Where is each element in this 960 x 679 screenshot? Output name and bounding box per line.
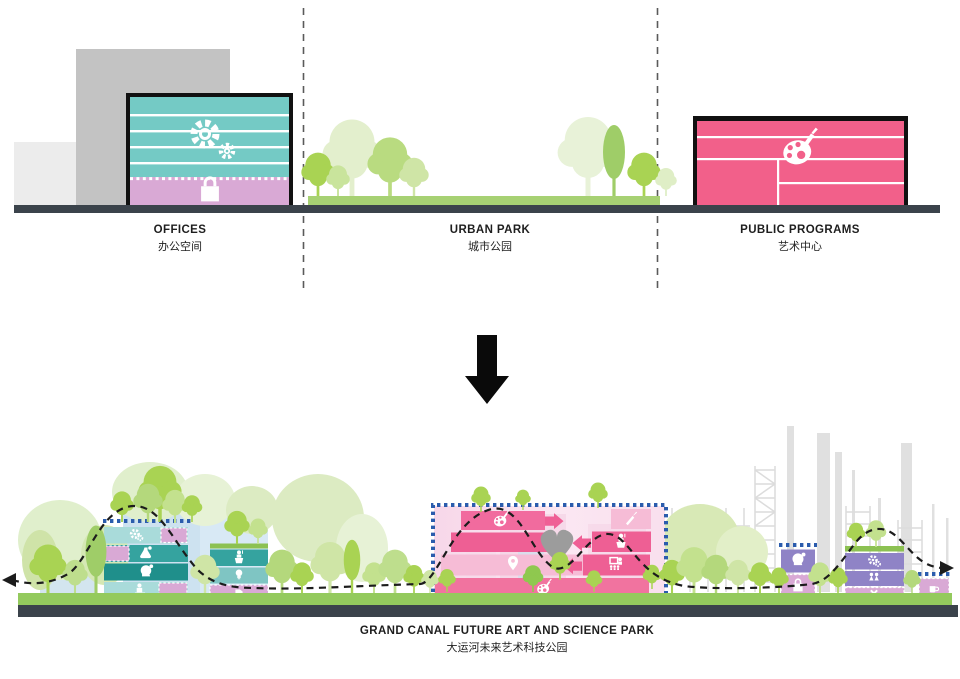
park-title-zh: 大运河未来艺术科技公园	[446, 642, 568, 654]
public-programs-label: PUBLIC PROGRAMS 艺术中心	[740, 224, 860, 254]
lab-bar	[210, 549, 268, 566]
park-trees	[301, 116, 677, 196]
journey-arrowhead-left	[2, 573, 16, 587]
hub-bar	[592, 531, 651, 552]
pole	[878, 498, 881, 592]
pole	[946, 518, 949, 592]
offices-label-zh: 办公空间	[157, 241, 202, 253]
right-lab-building	[844, 546, 905, 601]
hub-bar	[451, 532, 555, 552]
pole	[932, 504, 935, 592]
park-ground-dark	[18, 605, 958, 617]
transform-down-arrow	[465, 335, 509, 404]
lab-sub-block	[104, 545, 130, 562]
public-programs-label-en: PUBLIC PROGRAMS	[740, 224, 860, 236]
lab-bar	[845, 571, 904, 586]
chimney	[787, 426, 794, 592]
tree	[603, 125, 625, 196]
public-programs-building-group	[693, 116, 908, 205]
hub-bar	[583, 554, 650, 576]
tree	[627, 152, 661, 196]
background-trees	[18, 462, 768, 590]
chimney	[835, 452, 842, 592]
offices-building-group	[14, 49, 293, 205]
flow-arrow-right	[545, 513, 564, 530]
lab-bar	[845, 553, 904, 570]
context-block-small	[14, 142, 76, 205]
tree	[828, 567, 848, 593]
urban-park-label-zh: 城市公园	[467, 241, 512, 253]
heart-icon	[540, 529, 574, 563]
park-ground-green	[18, 593, 952, 605]
left-lab-building	[103, 519, 191, 600]
hub-highlight-outline	[431, 503, 668, 599]
chimney	[901, 443, 912, 592]
top-ground-line	[14, 205, 940, 213]
bottom-diagram	[2, 426, 958, 617]
offices-label: OFFICES 办公空间	[154, 224, 207, 254]
urban-park-label-en: URBAN PARK	[449, 224, 531, 236]
flow-arrow-left	[563, 558, 582, 575]
park-title-en: GRAND CANAL FUTURE ART AND SCIENCE PARK	[359, 625, 655, 637]
park-lawn	[308, 196, 660, 205]
tree	[846, 522, 866, 547]
gears-icon	[190, 119, 236, 160]
urban-park-group	[301, 116, 677, 205]
urban-park-label: URBAN PARK 城市公园	[450, 224, 530, 254]
park-title: GRAND CANAL FUTURE ART AND SCIENCE PARK …	[360, 625, 654, 655]
central-art-hub	[431, 503, 668, 600]
journey-arrowhead-right	[940, 561, 954, 575]
chimney	[817, 433, 830, 592]
lab-sub-block	[160, 527, 188, 544]
offices-label-en: OFFICES	[153, 224, 207, 236]
green-roof	[845, 546, 904, 552]
visitor-journey-line	[2, 504, 954, 590]
green-roof	[210, 543, 268, 549]
public-programs-label-zh: 艺术中心	[777, 241, 822, 253]
top-diagram	[14, 8, 940, 288]
tree	[343, 539, 361, 593]
